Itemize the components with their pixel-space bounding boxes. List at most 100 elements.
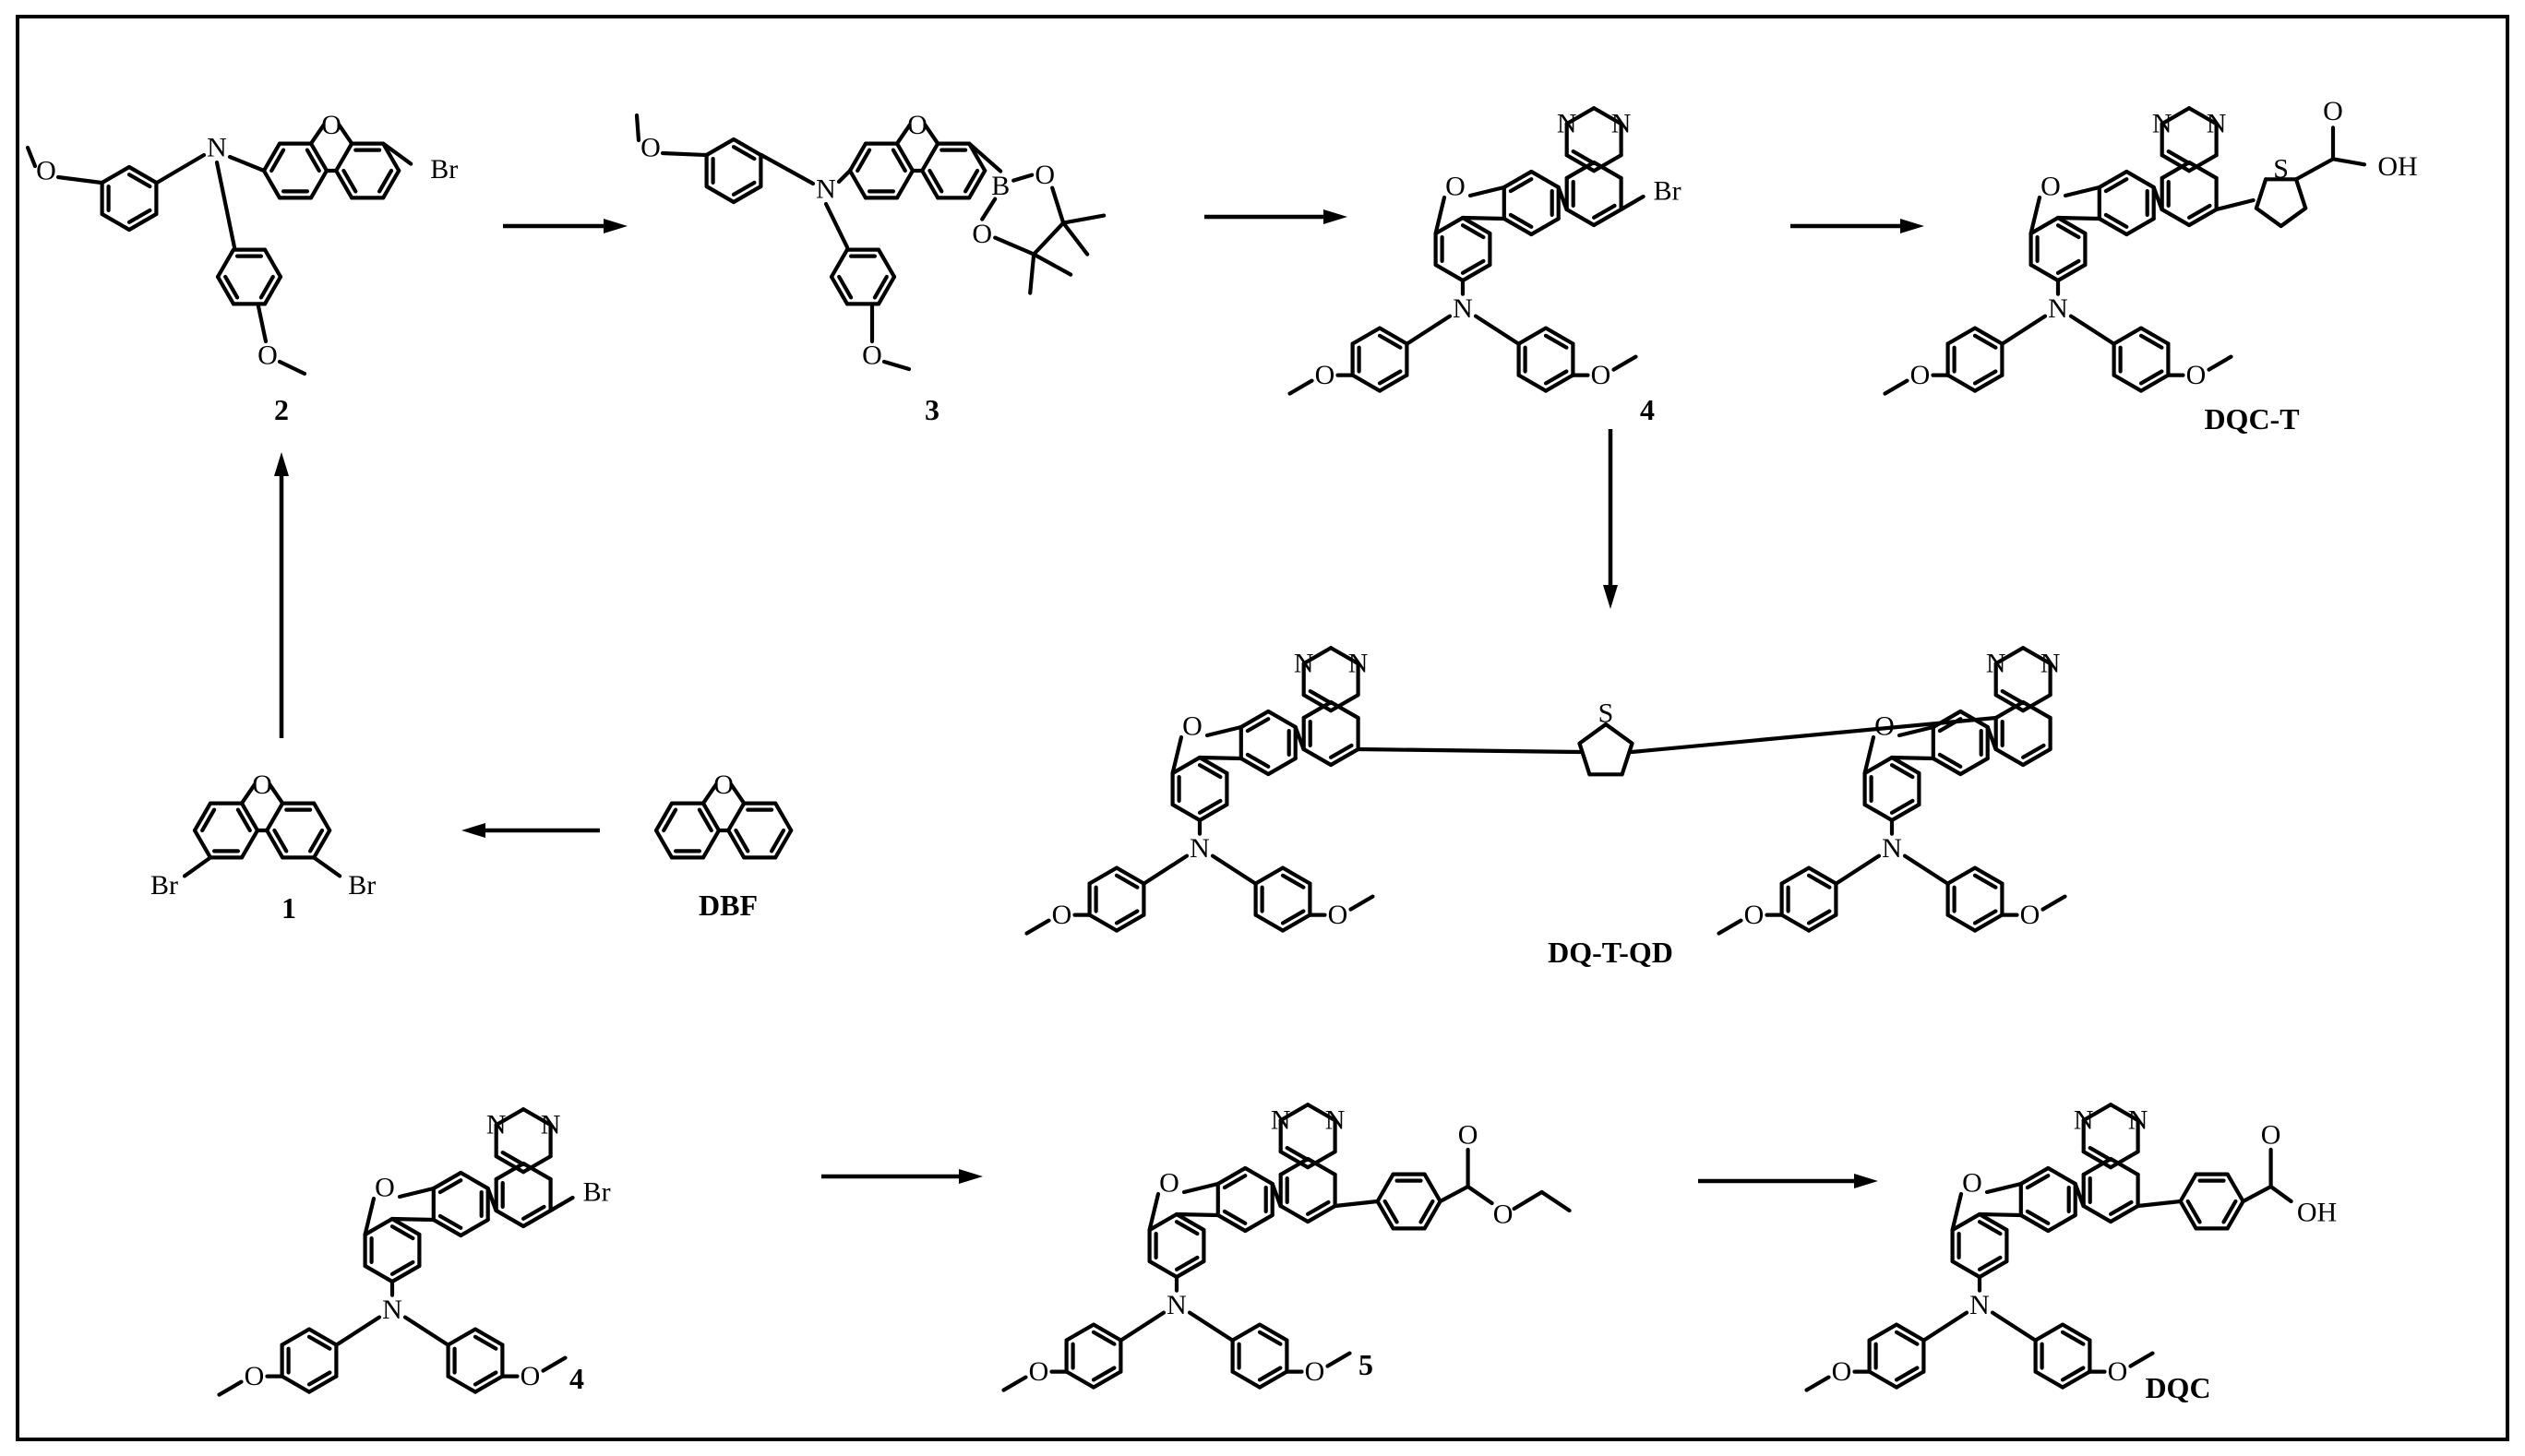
- methoxy-oxygen: O: [1591, 360, 1611, 390]
- label-5: 5: [1358, 1348, 1373, 1381]
- methoxy-oxygen: O: [2186, 360, 2207, 390]
- methoxy-oxygen: O: [1832, 1356, 1852, 1387]
- arrow-2-to-3: [503, 219, 628, 233]
- nitrogen-atom: N: [2074, 1105, 2094, 1136]
- nitrogen-atom: N: [486, 1110, 507, 1140]
- arrow-dbf-to-1: [461, 823, 600, 838]
- molecule-dbf: [653, 782, 794, 860]
- figure-frame: [16, 15, 2509, 1441]
- label-dbf: DBF: [699, 889, 758, 922]
- nitrogen-atom: N: [207, 133, 227, 163]
- boron-oxygen: O: [972, 219, 992, 249]
- nitrogen-atom: N: [1190, 833, 1210, 864]
- hydroxyl-group: OH: [2377, 151, 2417, 182]
- methoxy-oxygen: O: [521, 1361, 541, 1391]
- methoxy-oxygen: O: [1052, 900, 1072, 930]
- carbonyl-oxygen: O: [1458, 1120, 1478, 1151]
- molecule-structures: [25, 106, 2367, 1397]
- ester-oxygen: O: [1493, 1199, 1514, 1230]
- oxygen-atom: O: [252, 770, 272, 800]
- sulfur-atom: S: [1598, 698, 1614, 729]
- oxygen-atom: O: [907, 110, 927, 140]
- methoxy-oxygen: O: [2108, 1356, 2128, 1387]
- hydroxyl-group: OH: [2297, 1198, 2337, 1228]
- label-dqtqd: DQ-T-QD: [1548, 936, 1673, 969]
- nitrogen-atom: N: [1453, 293, 1473, 324]
- nitrogen-atom: N: [382, 1295, 402, 1325]
- carbonyl-oxygen: O: [2261, 1120, 2281, 1151]
- methoxy-oxygen: O: [862, 340, 882, 371]
- molecule-dqtqd-thiophene: [1577, 722, 1634, 777]
- molecule-4b: [217, 1107, 575, 1397]
- boron-atom: B: [991, 171, 1010, 201]
- nitrogen-atom: N: [1325, 1105, 1346, 1136]
- methoxy-oxygen: O: [1315, 360, 1335, 390]
- arrow-4-to-dqtqd: [1603, 429, 1618, 609]
- arrow-1-to-2: [274, 452, 289, 738]
- methoxy-oxygen: O: [245, 1361, 265, 1391]
- nitrogen-atom: N: [1986, 649, 2006, 679]
- methoxy-oxygen: O: [1328, 900, 1348, 930]
- nitrogen-atom: N: [816, 174, 836, 205]
- nitrogen-atom: N: [2152, 109, 2172, 139]
- methoxy-oxygen: O: [640, 133, 661, 163]
- bromine-atom: Br: [430, 154, 458, 185]
- nitrogen-atom: N: [2207, 109, 2227, 139]
- molecule-2: [25, 123, 413, 376]
- label-1: 1: [281, 891, 296, 925]
- boron-oxygen: O: [1035, 160, 1055, 190]
- carbonyl-oxygen: O: [2323, 96, 2343, 126]
- methoxy-oxygen: O: [1744, 900, 1765, 930]
- nitrogen-atom: N: [1611, 109, 1632, 139]
- oxygen-atom: O: [321, 110, 341, 140]
- arrow-4-to-5: [821, 1169, 983, 1184]
- nitrogen-atom: N: [1271, 1105, 1291, 1136]
- sulfur-atom: S: [2273, 154, 2289, 185]
- label-4-bottom: 4: [569, 1362, 584, 1395]
- nitrogen-atom: N: [1557, 109, 1577, 139]
- bromine-atom: Br: [583, 1177, 611, 1208]
- label-dqc: DQC: [2145, 1371, 2210, 1404]
- arrow-5-to-dqc: [1698, 1174, 1878, 1188]
- oxygen-atom: O: [713, 770, 734, 800]
- molecule-dqct: [1883, 106, 2367, 396]
- methoxy-oxygen: O: [1305, 1356, 1325, 1387]
- label-4: 4: [1640, 393, 1655, 426]
- methoxy-oxygen: O: [36, 156, 56, 186]
- molecule-1: [182, 782, 342, 878]
- molecule-3: [634, 113, 1107, 372]
- methoxy-oxygen: O: [1029, 1356, 1049, 1387]
- oxygen-atom: O: [1874, 711, 1895, 742]
- molecule-4: [1287, 106, 1645, 396]
- nitrogen-atom: N: [1348, 649, 1369, 679]
- nitrogen-atom: N: [541, 1110, 561, 1140]
- arrow-3-to-4: [1204, 209, 1347, 224]
- molecule-dqc: [1804, 1103, 2293, 1392]
- molecule-dqtqd-left: [1024, 646, 1583, 936]
- molecule-5: [1001, 1103, 1572, 1392]
- oxygen-atom: O: [1445, 172, 1466, 202]
- arrow-4-to-dqct: [1790, 219, 1924, 233]
- methoxy-oxygen: O: [2020, 900, 2040, 930]
- oxygen-atom: O: [375, 1173, 395, 1203]
- nitrogen-atom: N: [1294, 649, 1314, 679]
- nitrogen-atom: N: [1167, 1290, 1187, 1320]
- bromine-atom: Br: [1654, 176, 1681, 207]
- bromine-atom: Br: [348, 870, 376, 901]
- oxygen-atom: O: [2040, 172, 2061, 202]
- nitrogen-atom: N: [2040, 649, 2061, 679]
- methoxy-oxygen: O: [1910, 360, 1931, 390]
- oxygen-atom: O: [1159, 1168, 1179, 1199]
- bromine-atom: Br: [150, 870, 178, 901]
- label-2: 2: [274, 393, 289, 426]
- nitrogen-atom: N: [2048, 293, 2068, 324]
- nitrogen-atom: N: [2128, 1105, 2148, 1136]
- nitrogen-atom: N: [1882, 833, 1902, 864]
- label-dqct: DQC-T: [2204, 402, 2299, 436]
- oxygen-atom: O: [1962, 1168, 1982, 1199]
- reaction-arrows: [274, 209, 1924, 1188]
- nitrogen-atom: N: [1969, 1290, 1990, 1320]
